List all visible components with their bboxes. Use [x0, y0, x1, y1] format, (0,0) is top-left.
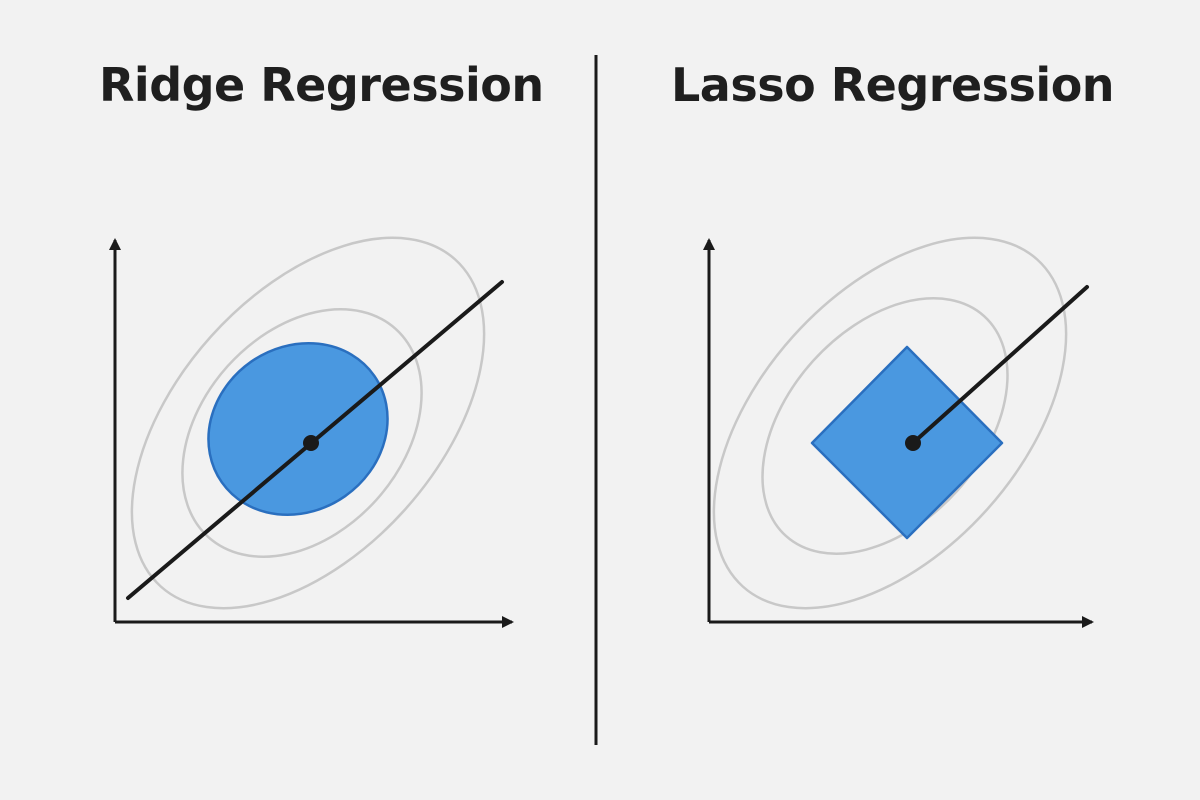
lasso-outer-contour: [712, 236, 1068, 610]
ridge-inner-contour: [181, 308, 423, 558]
ridge-outer-contour: [130, 236, 486, 610]
lasso-solution-point: [905, 435, 921, 451]
lasso-title: Lasso Regression: [671, 58, 1115, 112]
lasso-panel: [703, 236, 1094, 628]
ridge-solution-point: [303, 435, 319, 451]
ridge-panel: [109, 236, 514, 628]
lasso-regression-line: [911, 285, 1089, 445]
ridge-title: Ridge Regression: [99, 58, 544, 112]
ridge-constraint-ellipse: [207, 341, 389, 517]
lasso-inner-contour: [761, 297, 1009, 555]
